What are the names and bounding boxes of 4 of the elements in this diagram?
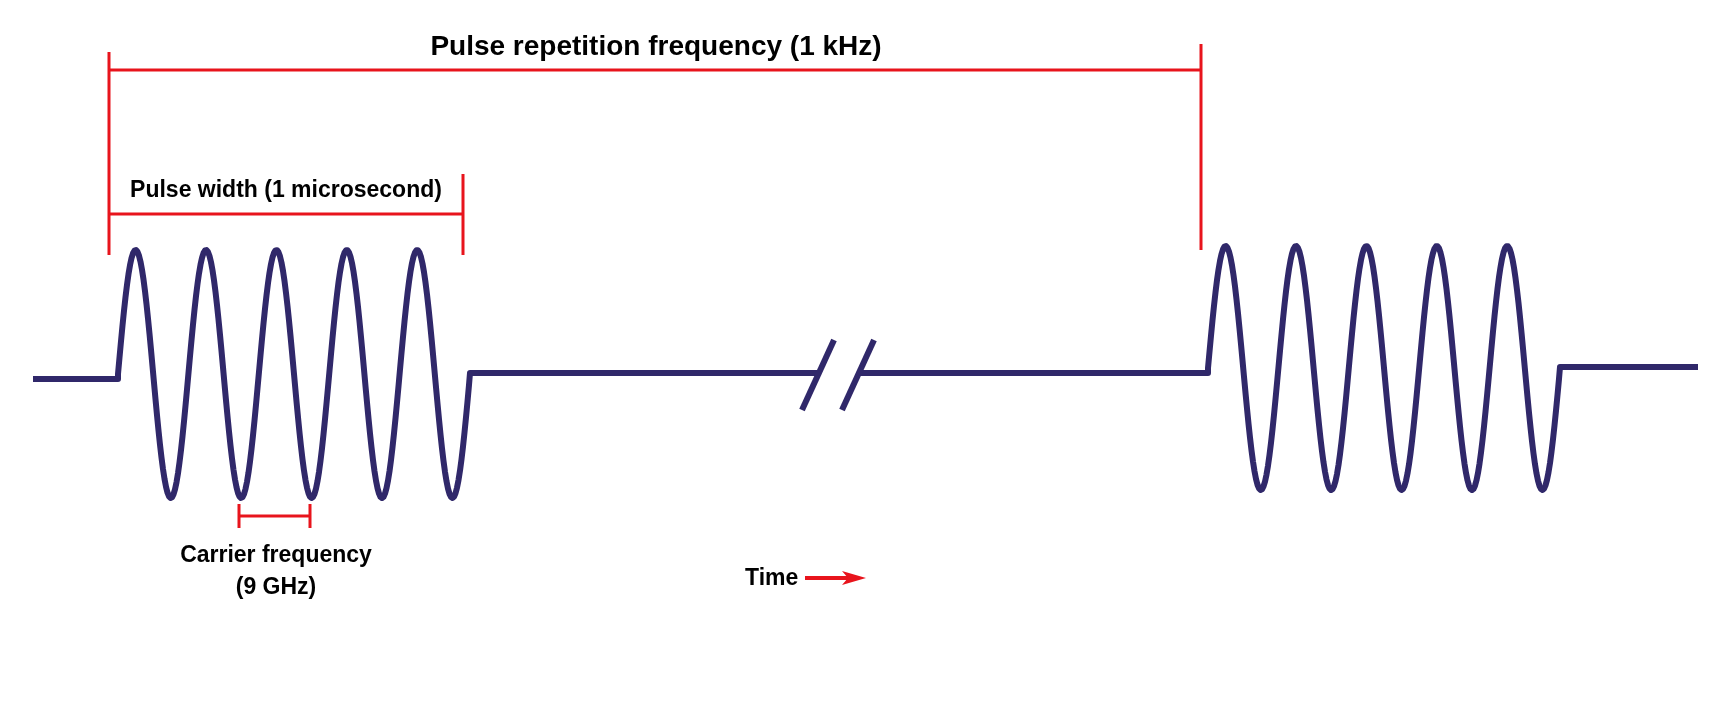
dimension-label: Pulse repetition frequency (1 kHz)	[430, 29, 882, 63]
axis-label: Time	[745, 564, 799, 592]
dimension-label: Pulse width (1 microsecond)	[130, 176, 442, 204]
dimension-label: Carrier frequency (9 GHz)	[179, 540, 373, 601]
